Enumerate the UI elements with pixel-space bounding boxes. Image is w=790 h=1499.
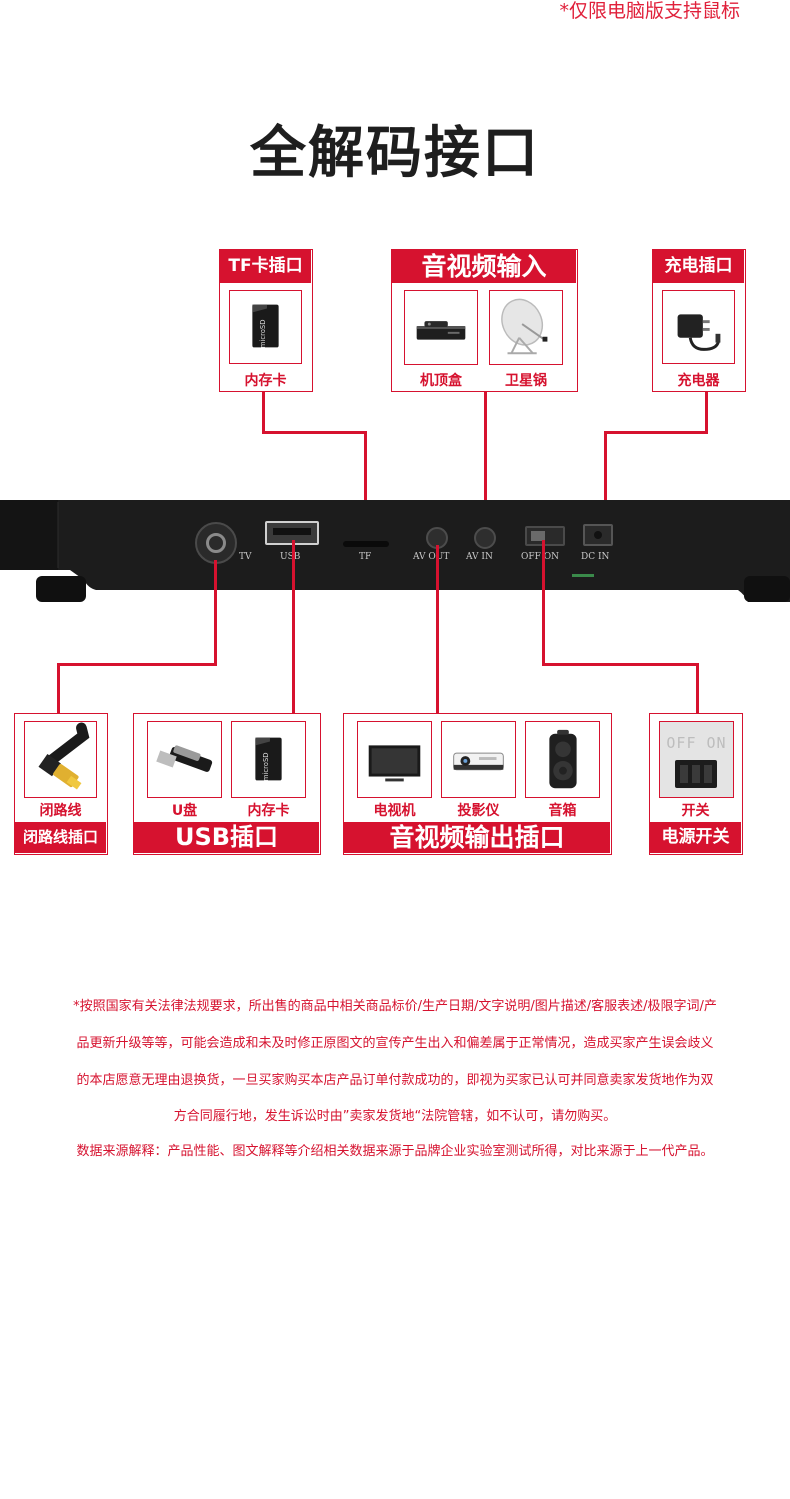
connector-line xyxy=(484,391,487,543)
switch-body xyxy=(675,760,717,788)
av-in-jack xyxy=(474,527,496,549)
av-input-header: 音视频输入 xyxy=(392,250,576,283)
av-output-header: 音视频输出插口 xyxy=(344,822,610,853)
tf-slot-group: TF卡插口 microSD 内存卡 xyxy=(219,249,313,392)
memory-card-icon: microSD xyxy=(231,721,306,798)
av-input-group: 音视频输入 机顶盒 卫星锅 xyxy=(391,249,578,392)
connector-line xyxy=(542,663,699,666)
panel-label-av-in: AV IN xyxy=(466,552,493,562)
panel-label-usb: USB xyxy=(280,552,301,562)
connector-line xyxy=(57,663,217,666)
charger-icon xyxy=(662,290,735,364)
usb-port-header: USB插口 xyxy=(134,822,319,853)
cable-port-header: 闭路线插口 xyxy=(15,822,106,853)
device-side-panel xyxy=(0,500,790,602)
usb-port-group: microSD U盘 内存卡 USB插口 xyxy=(133,713,321,855)
legal-line-1: *按照国家有关法律法规要求，所出售的商品中相关商品标价/生产日期/文字说明/图片… xyxy=(73,999,717,1014)
power-switch-group: OFF ON 开关 电源开关 xyxy=(649,713,743,855)
connector-line xyxy=(292,540,295,714)
speaker-label: 音箱 xyxy=(548,803,577,819)
connector-line xyxy=(542,540,545,666)
satellite-dish-label: 卫星锅 xyxy=(505,373,547,389)
panel-label-tf: TF xyxy=(359,552,372,562)
connector-line xyxy=(214,560,217,666)
charging-port-header: 充电插口 xyxy=(653,250,744,283)
connector-line xyxy=(705,391,708,434)
set-top-box-label: 机顶盒 xyxy=(420,373,462,389)
charger-label: 充电器 xyxy=(677,373,720,389)
speaker-icon xyxy=(525,721,600,798)
panel-label-av-out: AV OUT xyxy=(413,552,450,562)
projector-icon xyxy=(441,721,516,798)
connector-line xyxy=(604,431,708,434)
memory-card-icon: microSD xyxy=(229,290,302,364)
connector-line xyxy=(604,431,607,531)
connector-line xyxy=(696,663,699,714)
legal-line-2: 品更新升级等等，可能会造成和未及时修正原图文的宣传产生出入和偏差属于正常情况，造… xyxy=(76,1036,714,1051)
cable-port-group: 闭路线 闭路线插口 xyxy=(14,713,108,855)
power-switch-header: 电源开关 xyxy=(650,822,741,853)
power-switch-label: 开关 xyxy=(681,803,710,819)
connector-line xyxy=(57,663,60,714)
charging-port-group: 充电插口 充电器 xyxy=(652,249,746,392)
connector-line xyxy=(436,545,439,714)
connector-line xyxy=(262,391,265,433)
tv-icon xyxy=(357,721,432,798)
power-switch-icon: OFF ON xyxy=(659,721,734,798)
satellite-dish-icon xyxy=(489,290,563,365)
legal-line-4: 方合同履行地，发生诉讼时由”卖家发货地“法院管辖，如不认可，请勿购买。 xyxy=(173,1109,617,1124)
tf-slot-header: TF卡插口 xyxy=(220,250,311,283)
coax-cable-icon xyxy=(24,721,97,798)
pc-only-note: *仅限电脑版支持鼠标 xyxy=(559,0,740,22)
svg-text:microSD: microSD xyxy=(259,320,267,349)
legal-line-3: 的本店愿意无理由退换货，一旦买家购买本店产品订单付款成功的，即视为买家已认可并同… xyxy=(76,1073,714,1088)
usb-memory-card-label: 内存卡 xyxy=(247,803,290,819)
av-output-group: 电视机 投影仪 音箱 音视频输出插口 xyxy=(343,713,612,855)
projector-label: 投影仪 xyxy=(457,803,500,819)
usb-drive-label: U盘 xyxy=(171,803,198,819)
power-indicator-led xyxy=(572,574,594,577)
panel-label-dc-in: DC IN xyxy=(581,552,610,562)
panel-label-switch: OFF ON xyxy=(521,552,559,562)
page-title: 全解码接口 xyxy=(250,121,540,186)
panel-label-tv: TV xyxy=(239,552,252,562)
data-source-note: 数据来源解释：产品性能、图文解释等介绍相关数据来源于品牌企业实验室测试所得，对比… xyxy=(76,1144,714,1159)
tv-label: 电视机 xyxy=(373,803,416,819)
usb-drive-icon xyxy=(147,721,222,798)
dc-in-port xyxy=(583,524,613,546)
power-switch-text: OFF ON xyxy=(666,734,727,752)
tf-card-slot xyxy=(343,541,389,547)
svg-text:microSD: microSD xyxy=(262,752,270,781)
set-top-box-icon xyxy=(404,290,478,365)
connector-line xyxy=(364,431,367,543)
connector-line xyxy=(262,431,366,434)
tv-antenna-port xyxy=(195,522,237,564)
coax-cable-label: 闭路线 xyxy=(39,803,82,819)
memory-card-label: 内存卡 xyxy=(244,373,287,389)
power-slide-switch xyxy=(525,526,565,546)
